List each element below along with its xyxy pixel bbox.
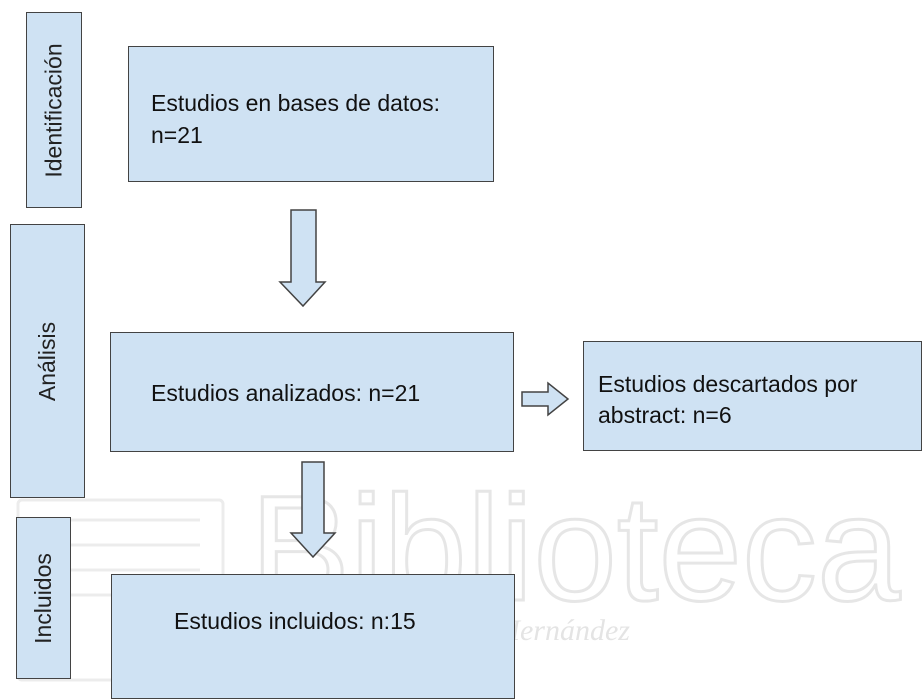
box-estudios-incluidos-text: Estudios incluidos: n:15 (174, 608, 416, 634)
box-estudios-analizados: Estudios analizados: n=21 (110, 332, 514, 452)
box-estudios-descartados-line1: Estudios descartados por (598, 371, 858, 397)
arrow-right-1 (521, 381, 570, 417)
stage-label-incluidos: Incluidos (16, 517, 71, 679)
box-estudios-descartados-line2: abstract: n=6 (598, 402, 732, 428)
box-bases-de-datos: Estudios en bases de datos: n=21 (128, 46, 494, 182)
box-bases-de-datos-line1: Estudios en bases de datos: (151, 90, 440, 116)
box-estudios-descartados: Estudios descartados por abstract: n=6 (583, 341, 922, 451)
arrow-down-1 (278, 209, 327, 308)
stage-label-analisis: Análisis (10, 224, 85, 498)
box-estudios-analizados-text: Estudios analizados: n=21 (151, 380, 421, 406)
stage-label-identificacion: Identificación (26, 12, 82, 208)
box-bases-de-datos-line2: n=21 (151, 122, 203, 148)
arrow-down-2 (289, 461, 337, 559)
